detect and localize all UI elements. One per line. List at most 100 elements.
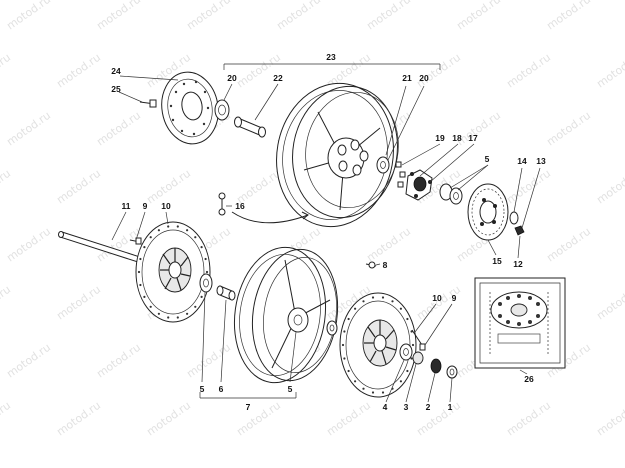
callout-3: 3 (404, 402, 409, 412)
watermark-text: motod.ru (144, 399, 193, 439)
watermark-text: motod.ru (504, 399, 553, 439)
callout-9-right: 9 (452, 293, 457, 303)
watermark-text: motod.ru (0, 283, 13, 323)
disc-hole (411, 343, 415, 347)
bearing-20-left (214, 99, 230, 121)
callout-labels: 24 25 20 22 23 21 20 19 18 17 5 14 13 16… (111, 52, 546, 412)
callout-10-right: 10 (432, 293, 442, 303)
disc-hole (347, 369, 350, 373)
front-left-brake-disc (135, 221, 211, 323)
disc-hole (176, 316, 179, 319)
disc-hole (167, 225, 170, 228)
bolt-9-left (129, 237, 142, 245)
disc-hole (399, 380, 402, 383)
disc-hole (391, 300, 394, 303)
disc-hole (157, 312, 160, 315)
disc-hole (343, 357, 346, 360)
callout-13: 13 (536, 156, 546, 166)
callout-9-left: 9 (143, 201, 148, 211)
callout-5-right: 5 (288, 384, 293, 394)
watermark-text: motod.ru (544, 109, 593, 149)
part-3-sleeve (412, 351, 424, 365)
part-4-spacer (399, 343, 413, 361)
callout-16: 16 (235, 201, 245, 211)
front-right-brake-disc (339, 292, 417, 398)
watermark-text: motod.ru (544, 225, 593, 265)
watermark-text: motod.ru (0, 51, 13, 91)
watermark-text: motod.ru (54, 167, 103, 207)
disc-hole (194, 305, 197, 308)
front-bearing-5-right (326, 320, 338, 336)
callout-7: 7 (246, 402, 251, 412)
bearing-21-20-right (376, 156, 390, 174)
callout-22: 22 (273, 73, 283, 83)
disc-hole (410, 357, 413, 360)
nut-12 (514, 225, 525, 236)
watermark-text: motod.ru (594, 283, 625, 323)
watermark-text: motod.ru (364, 225, 413, 265)
disc-hole (362, 300, 365, 303)
disc-hole (149, 236, 152, 239)
watermark-text: motod.ru (54, 283, 103, 323)
watermark-text: motod.ru (0, 399, 13, 439)
disc-hole (149, 305, 152, 308)
disc-hole (381, 391, 385, 394)
wheel-kit-panel-26 (474, 277, 566, 369)
disc-bolt-25 (139, 99, 157, 108)
watermark-text: motod.ru (54, 399, 103, 439)
callout-19: 19 (435, 133, 445, 143)
disc-hole (143, 246, 146, 249)
disc-hole (371, 391, 375, 394)
callout-10-left: 10 (161, 201, 171, 211)
disc-hole (341, 343, 345, 347)
rear-brake-disc (161, 71, 219, 145)
detail-16-bolt (218, 192, 309, 224)
callout-8: 8 (383, 260, 388, 270)
rear-sprocket (467, 183, 509, 241)
watermark-text: motod.ru (94, 341, 143, 381)
sprocket-bearings-5 (439, 183, 463, 205)
watermark-text: motod.ru (454, 0, 503, 32)
callout-20-right: 20 (419, 73, 429, 83)
watermark-text: motod.ru (4, 0, 53, 32)
callout-23: 23 (326, 52, 336, 62)
watermark-text: motod.ru (504, 167, 553, 207)
callout-20: 20 (227, 73, 237, 83)
callout-4: 4 (383, 402, 388, 412)
disc-hole (137, 270, 141, 274)
disc-hole (354, 307, 357, 310)
disc-hole (200, 246, 203, 249)
spacer-22 (234, 116, 266, 138)
callout-15: 15 (492, 256, 502, 266)
watermark-text: motod.ru (94, 109, 143, 149)
watermark-text: motod.ru (504, 51, 553, 91)
disc-hole (371, 296, 375, 299)
disc-hole (157, 229, 160, 232)
watermark-text: motod.ru (234, 399, 283, 439)
bolt-10-9-right (411, 329, 426, 351)
watermark-text: motod.ru (594, 399, 625, 439)
watermark-text: motod.ru (94, 0, 143, 32)
front-wheel-rim (233, 246, 339, 384)
disc-hole (399, 307, 402, 310)
watermark-text: motod.ru (414, 51, 463, 91)
front-bearing-5-left (199, 273, 213, 293)
callout-26: 26 (524, 374, 534, 384)
disc-hole (186, 229, 189, 232)
watermark-text: motod.ru (4, 109, 53, 149)
bolt-8 (365, 261, 377, 269)
watermark-text: motod.ru (0, 167, 13, 207)
cush-drive-hub (395, 161, 433, 201)
watermark-text: motod.ru (594, 51, 625, 91)
rear-wheel-rim (276, 82, 399, 228)
callout-21: 21 (402, 73, 412, 83)
disc-hole (205, 270, 209, 274)
watermark-text: motod.ru (274, 0, 323, 32)
disc-hole (200, 295, 203, 298)
watermark-text: motod.ru (594, 167, 625, 207)
disc-hole (139, 283, 142, 287)
watermark-text: motod.ru (544, 0, 593, 32)
watermark-text: motod.ru (234, 51, 283, 91)
